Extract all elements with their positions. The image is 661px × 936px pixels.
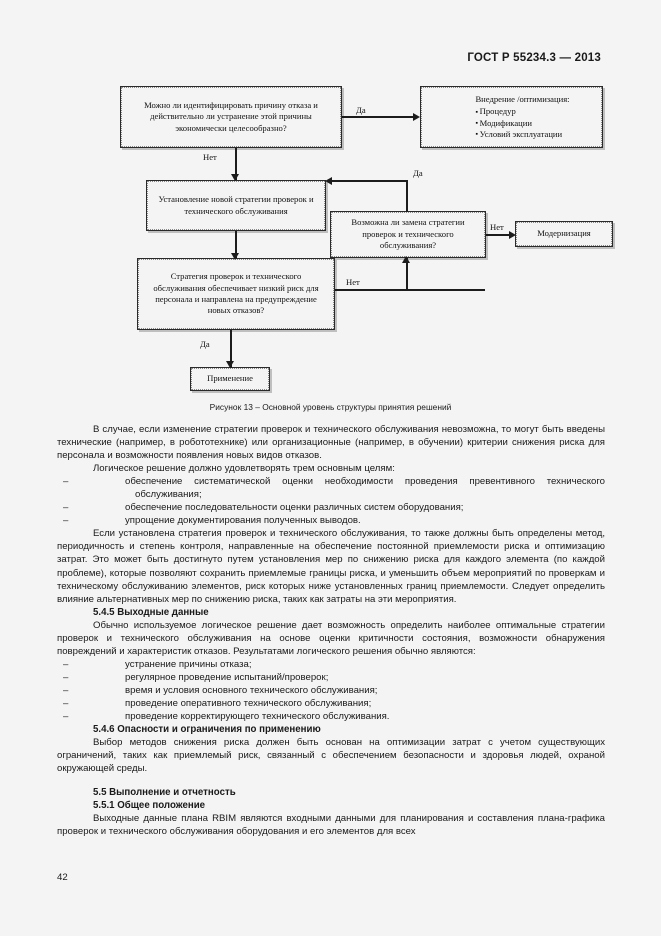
flow-node-implementation: Внедрение /оптимизация: Процедур Модифик… — [420, 86, 603, 148]
connector-low-risk-to-apply — [230, 330, 232, 368]
list-item-result-0-text: устранение причины отказа; — [125, 658, 252, 670]
body-text: В случае, если изменение стратегии прове… — [57, 423, 605, 838]
list-item-result-1-text: регулярное проведение испытаний/проверок… — [125, 671, 329, 683]
decision-flowchart: Можно ли идентифицировать причину отказа… — [0, 84, 661, 404]
flow-node-new-strategy: Установление новой стратегии проверок и … — [146, 180, 326, 231]
figure-caption: Рисунок 13 – Основной уровень структуры … — [209, 402, 452, 412]
heading-5-5-1: 5.5.1 Общее положение — [93, 800, 206, 812]
flow-node-modernization: Модернизация — [515, 221, 613, 247]
list-item-goal-2-text: упрощение документирования полученных вы… — [125, 515, 361, 527]
dash-marker: – — [63, 476, 69, 488]
dash-marker: – — [63, 502, 69, 514]
dash-marker: – — [63, 697, 69, 709]
flow-node-replace-strategy: Возможна ли замена стратегии проверок и … — [330, 211, 486, 258]
list-item-result-3: – проведение оперативного технического об… — [57, 697, 605, 710]
flow-node-implementation-item-0: Процедур — [475, 106, 569, 117]
connector-identify-to-implement — [342, 116, 414, 118]
flow-node-identify-cause-label: Можно ли идентифицировать причину отказа… — [144, 99, 318, 133]
list-item-result-4-text: проведение корректирующего технического … — [125, 711, 390, 723]
flow-node-implementation-item-1: Модификации — [475, 118, 569, 129]
connector-replace-to-new-strategy-vertical — [406, 180, 408, 212]
list-item-result-3-text: проведение оперативного технического обс… — [125, 697, 372, 709]
dash-marker: – — [63, 684, 69, 696]
arrowhead-replace-to-modernization — [509, 230, 516, 239]
heading-5-4-6: 5.4.6 Опасности и ограничения по примене… — [93, 724, 321, 736]
dash-marker: – — [63, 671, 69, 683]
list-item-result-1: – регулярное проведение испытаний/проверо… — [57, 671, 605, 684]
edge-label-yes-apply: Да — [199, 339, 211, 349]
flow-node-replace-strategy-label: Возможна ли замена стратегии проверок и … — [351, 217, 465, 251]
heading-5-5: 5.5 Выполнение и отчетность — [93, 787, 236, 799]
connector-identify-to-new-strategy — [235, 148, 237, 180]
flow-node-modernization-label: Модернизация — [537, 228, 591, 239]
paragraph-logic-decision-goals: Логическое решение должно удовлетворять … — [93, 463, 395, 475]
connector-replace-to-modernization — [486, 234, 514, 236]
flow-node-apply-label: Применение — [207, 373, 253, 384]
flow-node-identify-cause: Можно ли идентифицировать причину отказа… — [120, 86, 342, 148]
flow-node-implementation-item-2: Условий эксплуатации — [475, 129, 569, 140]
flow-node-implementation-content: Внедрение /оптимизация: Процедур Модифик… — [453, 94, 569, 140]
edge-label-no-replace: Нет — [489, 222, 505, 232]
paragraph-rbim-output: Выходные данные плана RBIM являются вход… — [57, 813, 605, 838]
flow-node-new-strategy-label: Установление новой стратегии проверок и … — [158, 194, 314, 216]
list-item-result-2: – время и условия основного технического … — [57, 684, 605, 697]
list-item-goal-1-text: обеспечение последовательности оценки ра… — [125, 502, 464, 514]
arrowhead-identify-to-new-strategy — [231, 174, 239, 181]
heading-5-4-5: 5.4.5 Выходные данные — [93, 606, 209, 618]
paragraph-case-strategy-change: В случае, если изменение стратегии прове… — [57, 424, 605, 462]
connector-low-risk-to-replace-horizontal — [335, 289, 485, 291]
flow-node-implementation-title: Внедрение /оптимизация: — [475, 93, 570, 104]
edge-label-no-identify: Нет — [202, 152, 218, 162]
list-item-result-2-text: время и условия основного технического о… — [125, 684, 378, 696]
arrowhead-new-strategy-to-low-risk — [231, 253, 239, 260]
list-item-result-0: – устранение причины отказа; — [57, 658, 605, 671]
page-number: 42 — [57, 872, 68, 883]
arrowhead-identify-to-implement — [413, 112, 420, 121]
edge-label-yes-top: Да — [355, 105, 367, 115]
flow-node-low-risk: Стратегия проверок и технического обслуж… — [137, 258, 335, 330]
list-item-goal-1: – обеспечение последовательности оценки р… — [57, 501, 605, 514]
paragraph-output-data: Обычно используемое логическое решение д… — [57, 619, 605, 657]
arrowhead-low-risk-to-replace — [402, 256, 410, 263]
dash-marker: – — [63, 711, 69, 723]
connector-low-risk-to-replace-vertical — [406, 258, 408, 290]
connector-replace-to-new-strategy-horizontal — [332, 180, 408, 182]
flow-node-apply: Применение — [190, 367, 270, 391]
arrowhead-replace-to-new-strategy — [325, 176, 332, 185]
dash-marker: – — [63, 658, 69, 670]
dash-marker: – — [63, 515, 69, 527]
document-header-standard: ГОСТ Р 55234.3 — 2013 — [467, 52, 601, 64]
edge-label-no-low-risk: Нет — [345, 277, 361, 287]
list-item-goal-0-text: обеспечение систематической оценки необх… — [125, 476, 605, 501]
paragraph-risk-reduction-choice: Выбор методов снижения риска должен быть… — [57, 737, 605, 775]
list-item-result-4: – проведение корректирующего технического… — [57, 710, 605, 723]
paragraph-established-strategy: Если установлена стратегия проверок и те… — [57, 528, 605, 605]
flow-node-low-risk-label: Стратегия проверок и технического обслуж… — [153, 271, 319, 316]
connector-new-strategy-to-low-risk — [235, 231, 237, 259]
arrowhead-low-risk-to-apply — [226, 361, 234, 368]
edge-label-yes-right: Да — [412, 168, 424, 178]
list-item-goal-2: – упрощение документирования полученных в… — [57, 514, 605, 527]
list-item-goal-0: – обеспечение систематической оценки необ… — [57, 475, 605, 501]
